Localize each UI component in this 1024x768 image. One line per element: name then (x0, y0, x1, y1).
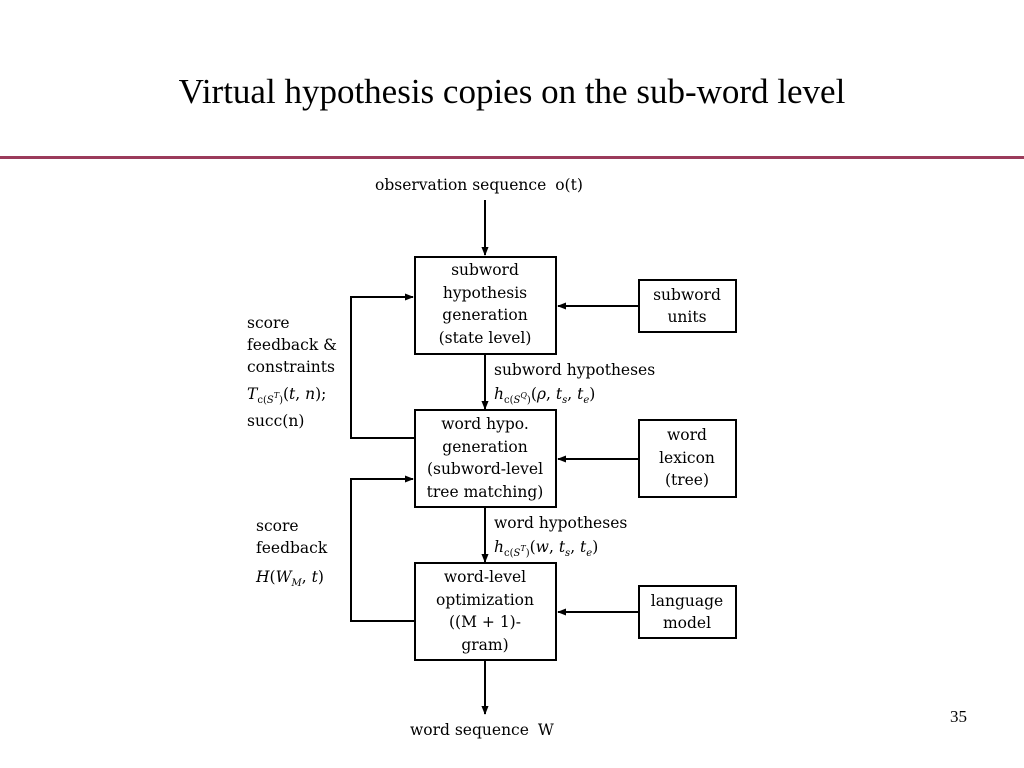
title-divider (0, 156, 1024, 159)
word-hypotheses-label: word hypotheses hc(ST)(w, ts, te) (494, 514, 627, 559)
page-number: 35 (950, 707, 967, 726)
subword-units-box: subword units (638, 279, 737, 333)
svg-text:word-level: word-level (444, 568, 526, 586)
feedback-loop-bottom (350, 475, 414, 622)
svg-text:units: units (667, 308, 706, 326)
input-label: observation sequence o(t) (375, 176, 583, 194)
feedback-loop-top (350, 293, 414, 439)
svg-text:succ(n): succ(n) (247, 412, 304, 430)
word-hypothesis-generation-box: word hypo. generation (subword-level tre… (414, 409, 557, 508)
feedback-bottom-label: score feedback H(WM, t) (255, 517, 328, 589)
svg-text:H(WM, t): H(WM, t) (255, 568, 324, 589)
svg-text:hc(SQ)(ρ, ts, te): hc(SQ)(ρ, ts, te) (494, 385, 595, 406)
word-level-optimization-box: word-level optimization ((M + 1)- gram) (414, 562, 557, 661)
svg-text:optimization: optimization (436, 591, 534, 609)
svg-text:gram): gram) (461, 636, 508, 654)
svg-text:Tc(ST)(t, n);: Tc(ST)(t, n); (247, 385, 326, 406)
svg-text:hypothesis: hypothesis (443, 284, 527, 302)
subword-hypothesis-generation-box: subword hypothesis generation (state lev… (414, 256, 557, 355)
svg-text:lexicon: lexicon (659, 449, 715, 467)
svg-text:language: language (651, 592, 723, 610)
svg-text:(subword-level: (subword-level (427, 460, 543, 478)
svg-text:score: score (256, 517, 299, 535)
output-label: word sequence W (410, 721, 554, 739)
svg-text:generation: generation (442, 438, 527, 456)
svg-text:constraints: constraints (247, 358, 335, 376)
subword-hypotheses-label: subword hypotheses hc(SQ)(ρ, ts, te) (494, 361, 655, 406)
svg-text:word: word (667, 426, 707, 444)
language-model-box: language model (638, 585, 737, 639)
svg-text:feedback: feedback (256, 539, 328, 557)
svg-text:subword: subword (451, 261, 519, 279)
slide-title: Virtual hypothesis copies on the sub-wor… (178, 72, 846, 111)
svg-text:word hypotheses: word hypotheses (494, 514, 627, 532)
svg-text:subword: subword (653, 286, 721, 304)
svg-text:hc(ST)(w, ts, te): hc(ST)(w, ts, te) (494, 538, 598, 559)
svg-text:score: score (247, 314, 290, 332)
svg-text:word hypo.: word hypo. (441, 415, 529, 433)
svg-text:(state level): (state level) (439, 329, 532, 347)
svg-text:subword hypotheses: subword hypotheses (494, 361, 655, 379)
svg-text:tree matching): tree matching) (427, 483, 544, 501)
word-lexicon-box: word lexicon (tree) (638, 419, 737, 498)
svg-text:((M + 1)-: ((M + 1)- (449, 613, 521, 631)
svg-text:(tree): (tree) (665, 471, 709, 489)
svg-text:model: model (663, 614, 711, 632)
svg-text:feedback &: feedback & (247, 336, 337, 354)
feedback-top-label: score feedback & constraints Tc(ST)(t, n… (247, 314, 337, 430)
svg-text:generation: generation (442, 306, 527, 324)
